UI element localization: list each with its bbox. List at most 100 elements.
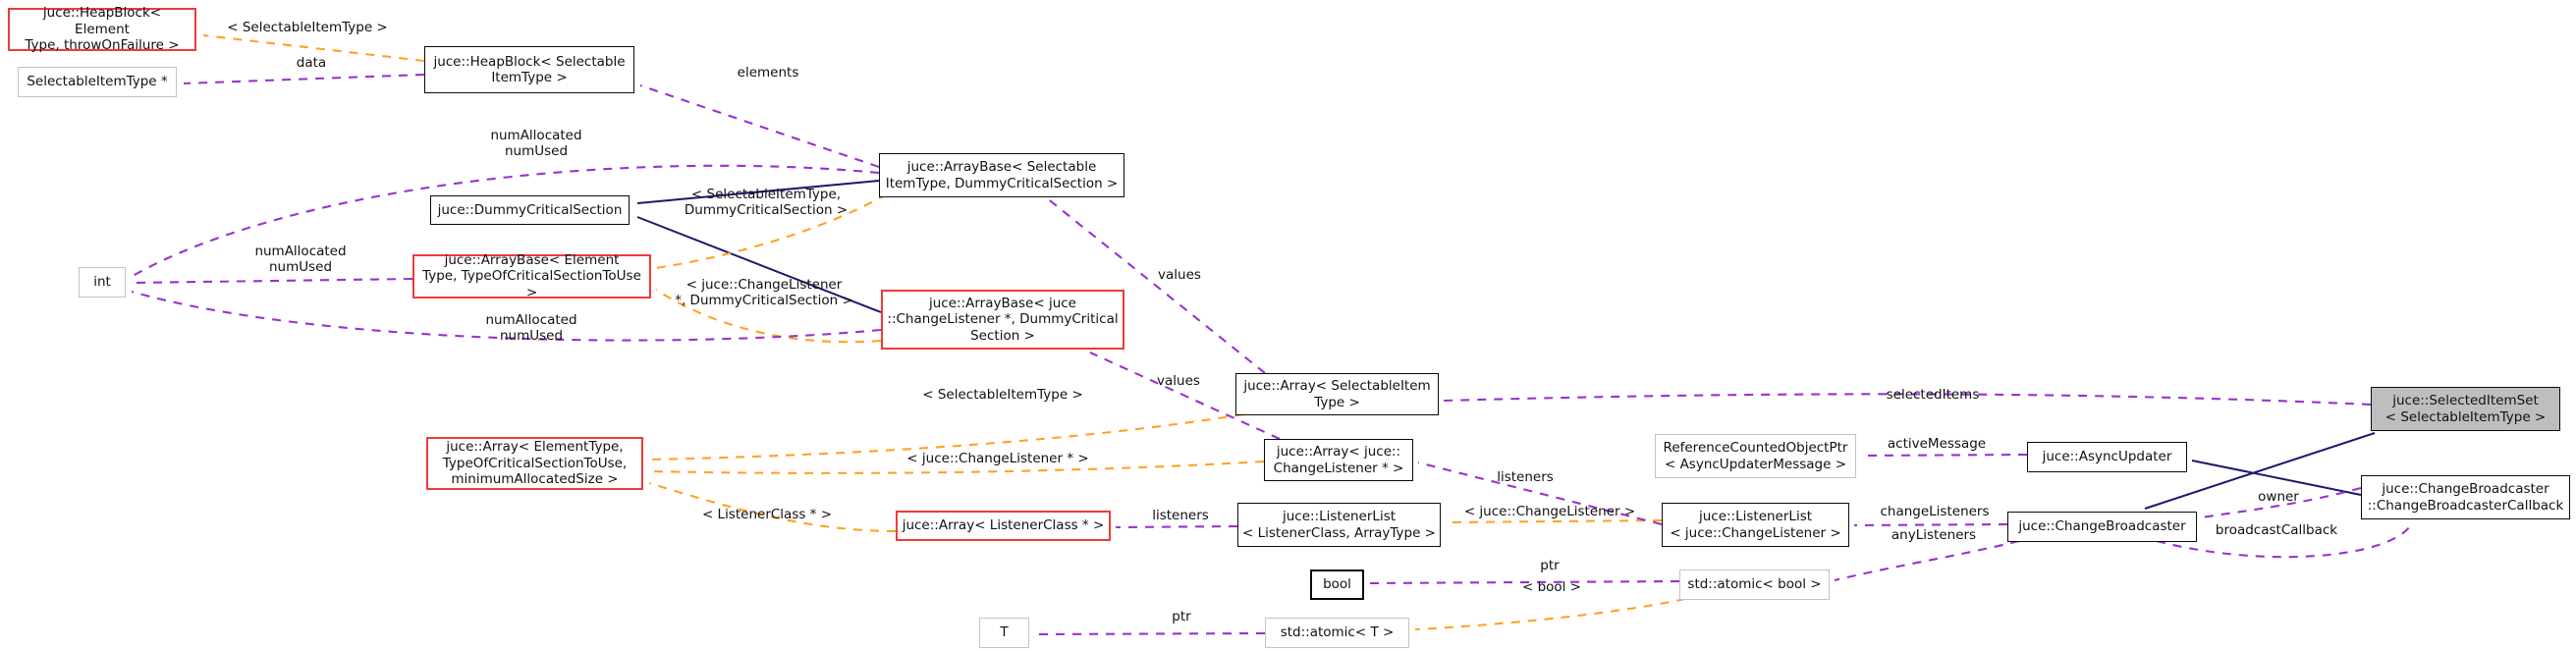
- edge-label-tmpl-heapblock: < SelectableItemType >: [227, 20, 388, 35]
- node-label: juce::ChangeBroadcaster: [2018, 518, 2186, 535]
- node-label: juce::AsyncUpdater: [2042, 449, 2172, 465]
- edge-label-tmpl-array-sel: < SelectableItemType >: [922, 387, 1083, 403]
- edge-label-tmpl-arraybase-sel: < SelectableItemType, DummyCriticalSecti…: [684, 187, 849, 218]
- edge-tmpl-atomic: [1414, 597, 1686, 631]
- edge-inherit-arraybase-sel-dummy: [636, 180, 880, 204]
- edge-tmpl-heapblock: [202, 33, 425, 63]
- edge-tmpl-arraybase-cl: [655, 289, 882, 344]
- edge-usage-selecteditems: [1443, 393, 2372, 407]
- edge-usage-owner: [2201, 486, 2362, 519]
- edge-label-tmpl-array-lc: < ListenerClass * >: [701, 507, 833, 522]
- node-changebroadcastercallback[interactable]: juce::ChangeBroadcaster ::ChangeBroadcas…: [2361, 475, 2570, 519]
- edge-tmpl-array-lc: [648, 481, 897, 533]
- edge-label-data: data: [296, 55, 327, 71]
- node-label: juce::Array< SelectableItem Type >: [1243, 378, 1431, 410]
- node-heapblock-template[interactable]: juce::HeapBlock< Element Type, throwOnFa…: [8, 5, 196, 54]
- edge-label-elements: elements: [737, 65, 799, 81]
- edge-usage-values-bottom: [1089, 352, 1281, 440]
- node-label: T: [1000, 624, 1009, 641]
- node-label: SelectableItemType *: [27, 74, 168, 90]
- edge-label-numallocated-mid: numAllocated numUsed: [254, 244, 347, 275]
- edge-usage-data: [183, 73, 425, 85]
- node-label: juce::ListenerList < juce::ChangeListene…: [1670, 509, 1841, 541]
- edge-usage-listeners-right: [1417, 461, 1663, 526]
- edge-tmpl-array-cl: [648, 460, 1265, 474]
- edge-label-tmpl-listenerlist: < juce::ChangeListener >: [1463, 504, 1636, 519]
- edge-tmpl-listenerlist: [1446, 518, 1663, 524]
- edge-inherit-arraybase-cl-dummy: [636, 216, 882, 313]
- node-listenerlist-template[interactable]: juce::ListenerList < ListenerClass, Arra…: [1237, 503, 1441, 547]
- edge-inherit-callback-asyncupdater: [2191, 460, 2362, 496]
- node-array-template[interactable]: juce::Array< ElementType, TypeOfCritical…: [426, 437, 643, 490]
- node-bool[interactable]: bool: [1310, 570, 1364, 600]
- edge-usage-changelisteners: [1853, 522, 2008, 527]
- node-label: juce::ArrayBase< Selectable ItemType, Du…: [885, 159, 1119, 191]
- edge-usage-ptr-t: [1033, 631, 1266, 636]
- node-arraybase-template[interactable]: juce::ArrayBase< Element Type, TypeOfCri…: [412, 251, 651, 300]
- edge-tmpl-arraybase-sel: [655, 193, 888, 270]
- node-heapblock-selectable[interactable]: juce::HeapBlock< Selectable ItemType >: [424, 46, 634, 93]
- node-label: juce::ListenerList < ListenerClass, Arra…: [1242, 509, 1436, 541]
- node-label: juce::ChangeBroadcaster ::ChangeBroadcas…: [2367, 481, 2564, 514]
- node-array-listenerclass[interactable]: juce::Array< ListenerClass * >: [896, 511, 1111, 541]
- edge-label-listeners-right: listeners: [1497, 469, 1554, 485]
- edge-usage-ptr-bool: [1368, 579, 1680, 585]
- node-label: juce::SelectedItemSet < SelectableItemTy…: [2384, 393, 2547, 425]
- edge-label-listeners-left: listeners: [1152, 508, 1209, 523]
- node-label: juce::ArrayBase< Element Type, TypeOfCri…: [422, 251, 641, 300]
- node-arraybase-changelistener[interactable]: juce::ArrayBase< juce ::ChangeListener *…: [881, 290, 1124, 350]
- edge-label-broadcastcallback: broadcastCallback: [2215, 522, 2338, 538]
- edge-usage-values-top: [1045, 196, 1266, 374]
- node-label: juce::Array< juce:: ChangeListener * >: [1273, 444, 1404, 476]
- node-label: ReferenceCountedObjectPtr < AsyncUpdater…: [1663, 440, 1848, 472]
- node-dummycriticalsection[interactable]: juce::DummyCriticalSection: [430, 195, 630, 225]
- node-arraybase-selectable[interactable]: juce::ArrayBase< Selectable ItemType, Du…: [879, 153, 1124, 197]
- edge-usage-numallocated-top: [132, 164, 880, 277]
- node-label: juce::HeapBlock< Selectable ItemType >: [433, 53, 626, 86]
- edge-label-activemessage: activeMessage: [1887, 436, 1987, 452]
- node-asyncupdater[interactable]: juce::AsyncUpdater: [2027, 442, 2187, 472]
- edge-label-ptr-t: ptr: [1172, 609, 1191, 624]
- edge-label-values-bottom: values: [1157, 373, 1200, 389]
- node-label: std::atomic< bool >: [1687, 576, 1822, 593]
- node-changebroadcaster[interactable]: juce::ChangeBroadcaster: [2007, 512, 2197, 542]
- node-listenerlist-changelistener[interactable]: juce::ListenerList < juce::ChangeListene…: [1662, 503, 1849, 547]
- node-label: std::atomic< T >: [1280, 624, 1395, 641]
- node-label: juce::DummyCriticalSection: [437, 201, 623, 218]
- edge-usage-activemessage: [1860, 453, 2028, 458]
- edge-label-numallocated-top: numAllocated numUsed: [490, 128, 582, 159]
- node-int: int: [79, 267, 126, 298]
- node-label: juce::Array< ListenerClass * >: [902, 517, 1105, 534]
- node-label: juce::ArrayBase< juce ::ChangeListener *…: [887, 295, 1119, 344]
- edge-label-selecteditems: selectedItems: [1886, 387, 1980, 403]
- node-selectableitemtype-ptr: SelectableItemType *: [18, 67, 177, 97]
- node-label: juce::HeapBlock< Element Type, throwOnFa…: [25, 5, 180, 54]
- edge-label-values-top: values: [1158, 267, 1201, 283]
- node-array-selectableitemtype[interactable]: juce::Array< SelectableItem Type >: [1235, 373, 1439, 415]
- edge-label-numallocated-bottom: numAllocated numUsed: [485, 312, 577, 344]
- node-t: T: [979, 618, 1029, 648]
- edge-usage-numallocated-bottom: [131, 290, 882, 342]
- edge-label-tmpl-arraybase-cl: < juce::ChangeListener *, DummyCriticalS…: [675, 277, 853, 308]
- node-label: bool: [1323, 576, 1351, 593]
- edge-label-anylisteners: anyListeners: [1891, 527, 1977, 543]
- edge-label-tmpl-atomic-bool: < bool >: [1521, 579, 1582, 595]
- node-atomic-bool: std::atomic< bool >: [1679, 570, 1830, 600]
- edge-usage-broadcastcallback: [2156, 525, 2411, 559]
- edge-label-changelisteners: changeListeners: [1880, 504, 1990, 519]
- node-atomic-t: std::atomic< T >: [1265, 618, 1409, 648]
- node-selecteditemset: juce::SelectedItemSet < SelectableItemTy…: [2371, 387, 2560, 431]
- node-label: int: [93, 274, 111, 291]
- edge-usage-numallocated-mid: [131, 277, 413, 285]
- edge-label-ptr-bool: ptr: [1540, 558, 1560, 573]
- node-referencecountedobjectptr: ReferenceCountedObjectPtr < AsyncUpdater…: [1655, 434, 1856, 478]
- node-label: juce::Array< ElementType, TypeOfCritical…: [442, 439, 628, 488]
- node-array-changelistener[interactable]: juce::Array< juce:: ChangeListener * >: [1264, 439, 1413, 481]
- edge-label-owner: owner: [2258, 489, 2299, 505]
- edge-usage-listeners-left: [1115, 524, 1238, 529]
- edge-usage-elements: [639, 84, 880, 168]
- edge-usage-anylisteners: [1834, 539, 2020, 582]
- edge-inherit-selecteditemset-changebroadcaster: [2144, 432, 2376, 510]
